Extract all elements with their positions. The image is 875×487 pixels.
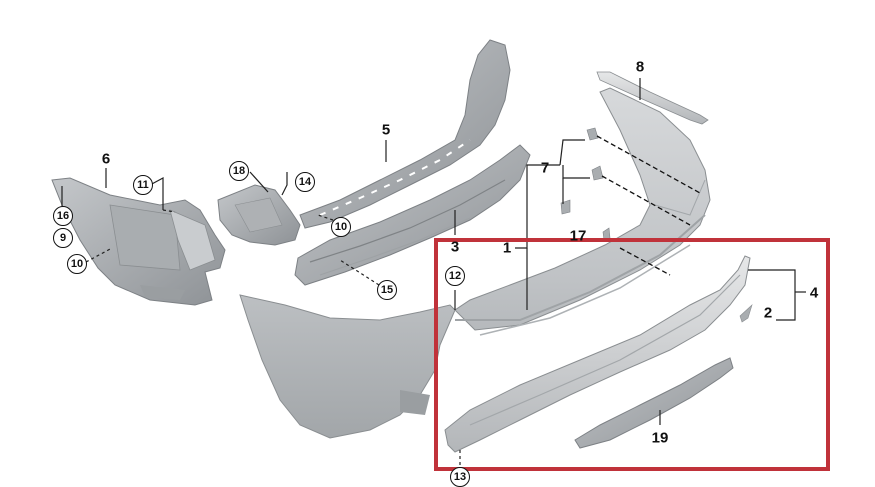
label-19: 19: [651, 429, 669, 447]
part-19-insert: [574, 357, 734, 449]
part-18-bracket: [217, 184, 301, 246]
part-3-carrier: [294, 144, 531, 286]
label-8: 8: [635, 58, 645, 76]
circled-label-10-center: 10: [331, 217, 351, 237]
part-8-trim-strip: [596, 71, 709, 125]
label-2: 2: [763, 304, 773, 322]
label-7: 7: [540, 159, 550, 177]
label-3: 3: [450, 238, 460, 256]
part-6-left-bracket: [51, 177, 226, 306]
part-7-clips: [560, 127, 611, 241]
leader-lines: [61, 78, 806, 468]
label-4: 4: [809, 284, 819, 302]
part-1-bumper: [239, 87, 711, 439]
label-5: 5: [381, 121, 391, 139]
label-1: 1: [502, 239, 512, 257]
circled-label-10-left: 10: [67, 254, 87, 274]
part-2-insert: [739, 304, 753, 323]
assembly-lines: [596, 135, 701, 276]
circled-label-14: 14: [295, 172, 315, 192]
part-5-reinforcement: [299, 39, 511, 229]
label-17: 17: [569, 227, 587, 245]
circled-label-13: 13: [450, 467, 470, 487]
circled-label-18: 18: [229, 161, 249, 181]
label-6: 6: [101, 150, 111, 168]
part-4-diffuser: [444, 255, 751, 453]
highlight-box: [434, 238, 830, 471]
circled-label-11: 11: [133, 175, 153, 195]
circled-label-15: 15: [377, 280, 397, 300]
circled-label-12: 12: [445, 266, 465, 286]
circled-label-16: 16: [53, 206, 73, 226]
circled-label-9: 9: [53, 228, 73, 248]
